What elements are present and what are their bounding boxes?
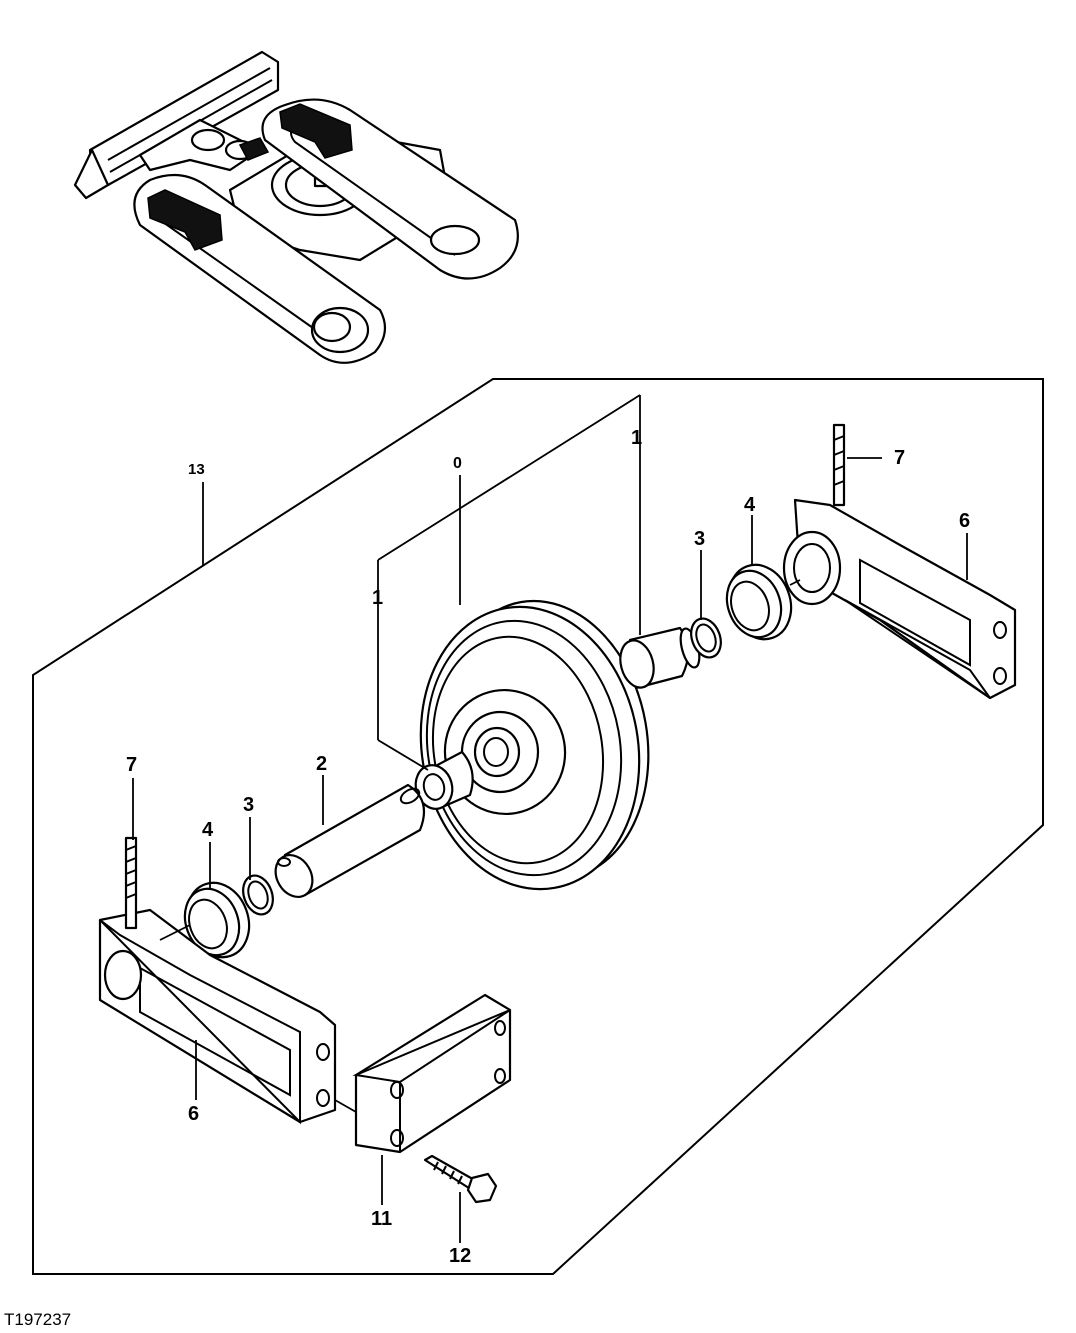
- seal-left-part: [183, 881, 251, 959]
- kit-boundary-outline: [32, 378, 1044, 1275]
- callout-3-right: 3: [694, 528, 705, 550]
- bushing-right-part: [619, 626, 701, 690]
- callout-7-right: 7: [894, 447, 905, 469]
- callout-1-left: 1: [372, 587, 383, 609]
- roll-pin-right-part: [832, 423, 846, 507]
- callout-1-right: 1: [631, 427, 642, 449]
- callout-6-left: 6: [188, 1103, 199, 1125]
- callout-4-left: 4: [202, 819, 214, 841]
- callout-2: 2: [316, 753, 327, 775]
- bracket-left-part: [98, 908, 337, 1125]
- figure-id-label: T197237: [4, 1310, 72, 1329]
- bushing-left-part: [414, 750, 474, 810]
- bracket-right-part: [782, 498, 1017, 700]
- roll-pin-left-part: [124, 836, 138, 930]
- idler-shaft-part: [274, 783, 426, 898]
- undercarriage-overview-illustration: [73, 50, 519, 364]
- callout-0: 0: [453, 455, 462, 472]
- callout-6-right: 6: [959, 510, 970, 532]
- guide-block-part: [352, 993, 512, 1154]
- callout-3-left: 3: [243, 794, 254, 816]
- callout-7-left: 7: [126, 754, 137, 776]
- seal-right-part: [725, 563, 793, 641]
- callout-11: 11: [371, 1208, 392, 1230]
- callout-12: 12: [449, 1245, 471, 1267]
- leader-lines: [132, 394, 968, 1243]
- callout-13: 13: [188, 461, 205, 478]
- front-idler-wheel-part: [419, 599, 650, 891]
- cap-screw-part: [423, 1154, 498, 1204]
- callout-labels: 13 0 1 1 2 3 3 4 4 6 6 7 7 11 12: [126, 427, 970, 1267]
- callout-4-right: 4: [744, 494, 756, 516]
